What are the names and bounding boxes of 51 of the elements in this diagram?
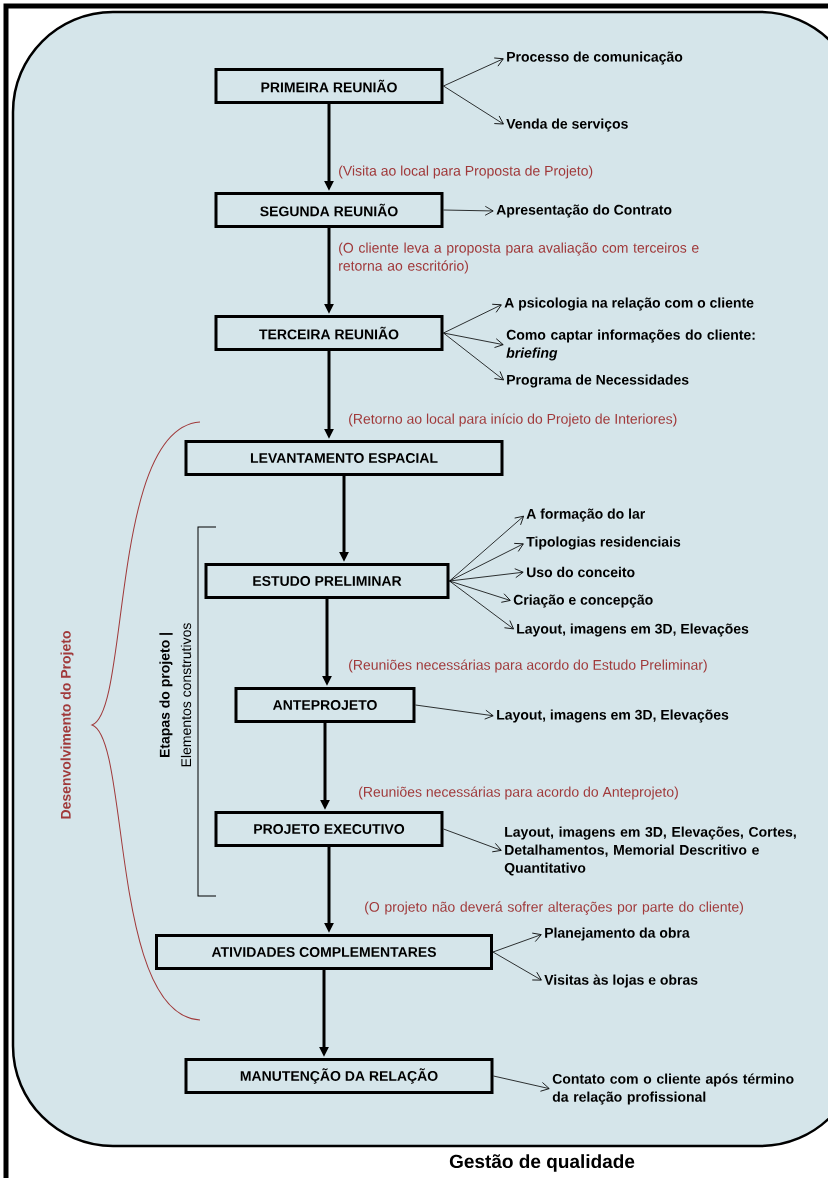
process-box: ATIVIDADES COMPLEMENTARES — [155, 934, 493, 970]
edge-label: (O projeto não deverá sofrer alterações por parte do cliente) — [365, 901, 743, 915]
arrow — [443, 828, 502, 853]
caption: Gestão de qualidade — [449, 1154, 635, 1172]
outcome-text: Planejamento da obra — [545, 927, 690, 941]
arrow — [443, 332, 504, 381]
outcome-text: Tipologias residenciais — [526, 536, 681, 550]
process-box: ANTEPROJETO — [234, 687, 416, 723]
edge-label: (Reuniões necessárias para acordo do Anteprojeto) — [359, 786, 678, 800]
arrow — [492, 932, 542, 953]
outcome-text: Programa de Necessidades — [507, 374, 689, 388]
arrow — [443, 332, 504, 348]
process-box: PROJETO EXECUTIVO — [214, 811, 444, 847]
edge-label: (Retorno ao local para início do Projeto de Interiores) — [349, 413, 677, 427]
arrow — [449, 568, 524, 582]
edge-label: (Reuniões necessárias para acordo do Estudo Preliminar) — [349, 659, 707, 673]
arrow — [443, 205, 494, 216]
outcome-text: A psicologia na relação com o cliente — [504, 297, 754, 311]
arrow — [443, 85, 504, 125]
process-box: SEGUNDA REUNIÃO — [214, 192, 444, 228]
outcome-text: Layout, imagens em 3D, Elevações, Cortes, Detalhamentos, Memorial Descritivo e Quantitativo — [504, 826, 796, 876]
edge-label: (O cliente leva a proposta para avaliação com terceiros e retorna ao escritório) — [339, 242, 699, 274]
arrow — [449, 543, 524, 582]
outcome-text: Visitas às lojas e obras — [544, 974, 698, 988]
arrow — [449, 580, 514, 630]
rotated-label: Desenvolvimento do Projeto — [60, 631, 74, 819]
arrow — [443, 57, 504, 87]
outcome-text: Apresentação do Contrato — [496, 204, 672, 218]
process-box: LEVANTAMENTO ESPACIAL — [184, 440, 504, 476]
arrow — [449, 580, 511, 603]
process-box: PRIMEIRA REUNIÃO — [214, 68, 444, 104]
outcome-text: Layout, imagens em 3D, Elevações — [517, 623, 749, 637]
arrow — [443, 303, 502, 334]
arrow — [449, 515, 525, 582]
rotated-label: Etapas do projeto | — [159, 633, 173, 758]
outcome-text: Processo de comunicação — [507, 51, 683, 65]
outcome-text: Uso do conceito — [527, 566, 635, 578]
outcome-text: A formação do lar — [526, 508, 645, 522]
outcome-text: Layout, imagens em 3D, Elevações — [497, 709, 729, 723]
arrow — [492, 951, 542, 981]
process-box: MANUTENÇÃO DA RELAÇÃO — [184, 1058, 494, 1094]
arrow — [415, 704, 494, 720]
rotated-label: Elementos construtivos — [180, 623, 192, 767]
outcome-text: Como captar informações do cliente: briefing — [506, 329, 755, 361]
process-box: ESTUDO PRELIMINAR — [204, 563, 450, 599]
process-box: TERCEIRA REUNIÃO — [214, 315, 444, 351]
arrow — [493, 1075, 550, 1092]
edge-label: (Visita ao local para Proposta de Projeto) — [339, 165, 593, 179]
outcome-text: Criação e concepção — [513, 594, 653, 608]
outcome-text: Venda de serviços — [506, 118, 628, 132]
outcome-text: Contato com o cliente após término da relação profissional — [552, 1073, 794, 1105]
